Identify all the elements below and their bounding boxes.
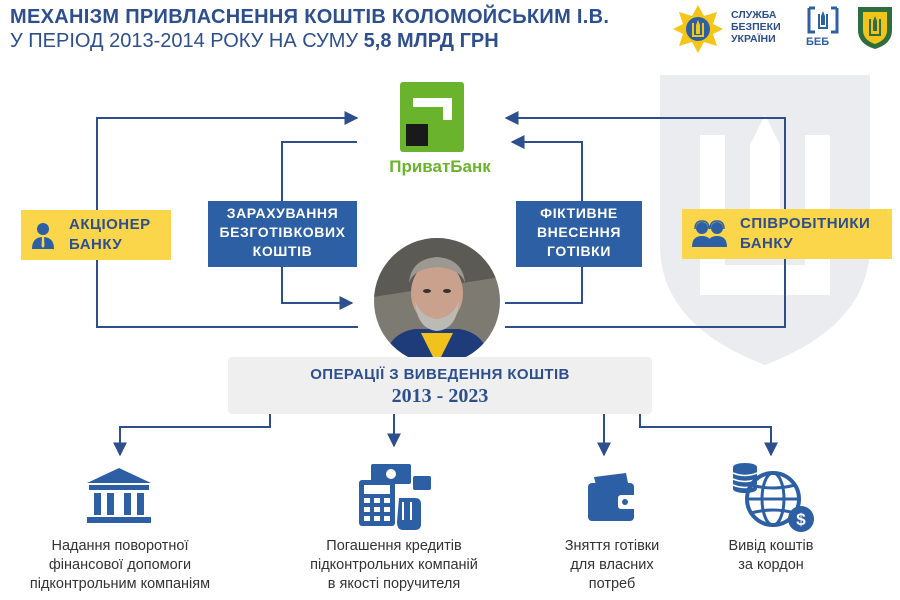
beb-emblem-icon [807, 6, 839, 34]
privatbank-logo-icon [400, 82, 464, 152]
page-title: МЕХАНІЗМ ПРИВЛАСНЕННЯ КОШТІВ КОЛОМОЙСЬКИ… [10, 6, 610, 28]
page-subtitle: У ПЕРІОД 2013-2014 РОКУ НА СУМУ 5,8 МЛРД… [10, 30, 499, 52]
shareholder-label: АКЦІОНЕР БАНКУ [69, 216, 151, 253]
globe-coins-icon: $ [732, 463, 814, 532]
caption-funds-abroad: Вивід коштів за кордон [728, 538, 814, 573]
header: МЕХАНІЗМ ПРИВЛАСНЕННЯ КОШТІВ КОЛОМОЙСЬКИ… [0, 0, 900, 58]
operations-title: ОПЕРАЦІЇ З ВИВЕДЕННЯ КОШТІВ [310, 366, 570, 383]
prosecutor-shield-icon [858, 7, 892, 49]
employees-label: СПІВРОБІТНИКИ БАНКУ [740, 215, 871, 252]
sbu-label: СЛУЖБА БЕЗПЕКИ УКРАЇНИ [731, 9, 781, 45]
beb-label: БЕБ [806, 36, 830, 48]
caption-cash-withdrawal: Зняття готівки для власних потреб [564, 538, 660, 592]
bank-building-icon [87, 468, 151, 523]
caption-loan-repayment: Погашення кредитів підконтрольних компан… [310, 538, 478, 592]
person-icon [32, 223, 54, 249]
support-agents-icon [692, 220, 727, 247]
sbu-emblem-icon [673, 5, 723, 53]
caption-financial-aid: Надання поворотної фінансової допомоги п… [29, 538, 211, 592]
amount-text: 5,8 МЛРД ГРН [363, 30, 499, 52]
shareholder-box: АКЦІОНЕР БАНКУ [21, 210, 171, 260]
operations-box: ОПЕРАЦІЇ З ВИВЕДЕННЯ КОШТІВ 2013 - 2023 [228, 357, 652, 414]
fictitious-cash-box: ФІКТИВНЕ ВНЕСЕННЯ ГОТІВКИ [516, 201, 642, 267]
operations-years: 2013 - 2023 [391, 385, 489, 407]
svg-text:$: $ [796, 510, 806, 529]
bank-name: ПриватБанк [389, 157, 491, 176]
portrait-photo [374, 238, 500, 364]
employees-box: СПІВРОБІТНИКИ БАНКУ [682, 209, 892, 259]
wallet-icon [588, 473, 636, 521]
calculator-money-icon [359, 464, 431, 530]
noncash-crediting-box: ЗАРАХУВАННЯ БЕЗГОТІВКОВИХ КОШТІВ [208, 201, 357, 267]
